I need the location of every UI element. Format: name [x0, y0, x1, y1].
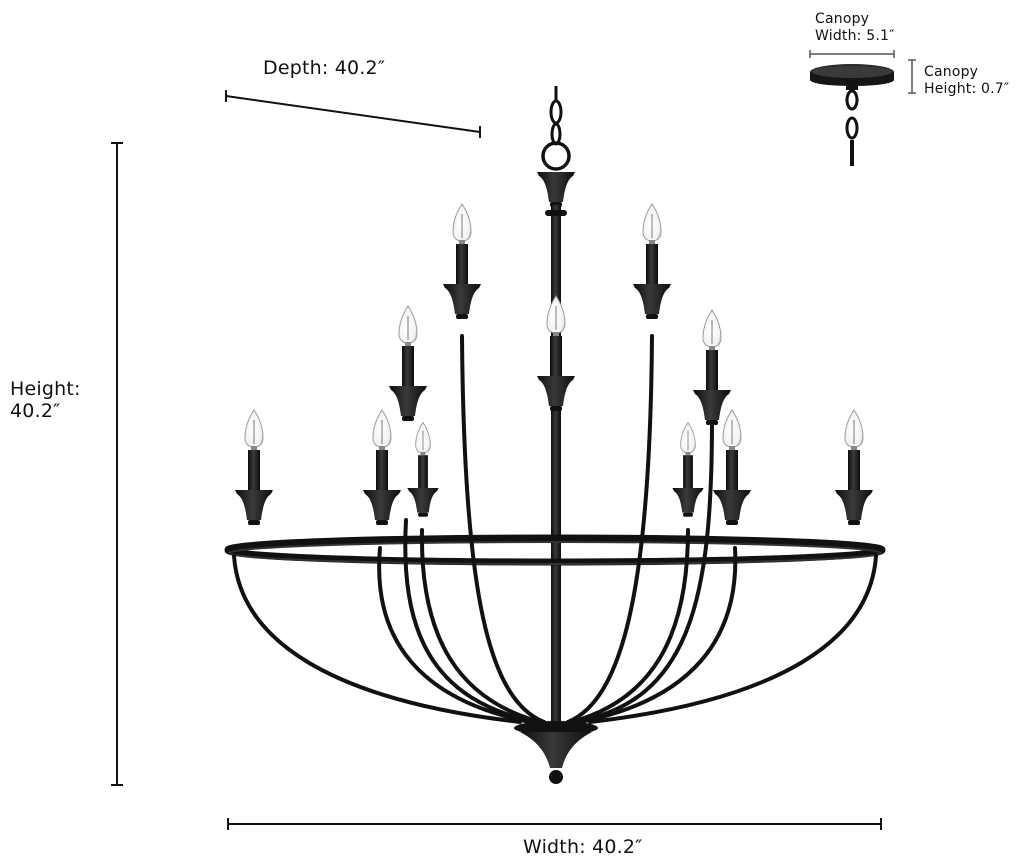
height-label-line1: Height: — [10, 378, 81, 400]
canopy-width-label: Canopy Width: 5.1″ — [815, 11, 895, 45]
bottom-finial — [514, 721, 598, 784]
height-label-line2: 40.2″ — [10, 400, 61, 422]
canopy-detail — [810, 64, 894, 166]
ring — [224, 534, 886, 566]
canopy-height-line1: Canopy — [924, 64, 979, 80]
canopy-width-line1: Canopy — [815, 11, 870, 27]
canopy-height-dimension-line — [908, 59, 916, 94]
canopy-height-label: Canopy Height: 0.7″ — [924, 64, 1009, 98]
depth-label: Depth: 40.2″ — [263, 57, 386, 79]
canopy-width-line2: Width: 5.1″ — [815, 28, 895, 44]
arms — [232, 334, 878, 724]
width-dimension-line — [227, 818, 882, 830]
canopy-height-line2: Height: 0.7″ — [924, 81, 1010, 97]
chain — [541, 86, 571, 171]
height-label: Height: 40.2″ — [10, 378, 81, 422]
height-dimension-line — [111, 142, 123, 786]
width-label: Width: 40.2″ — [523, 836, 643, 858]
canopy-width-dimension-line — [809, 50, 895, 58]
depth-dimension-line — [225, 90, 481, 138]
